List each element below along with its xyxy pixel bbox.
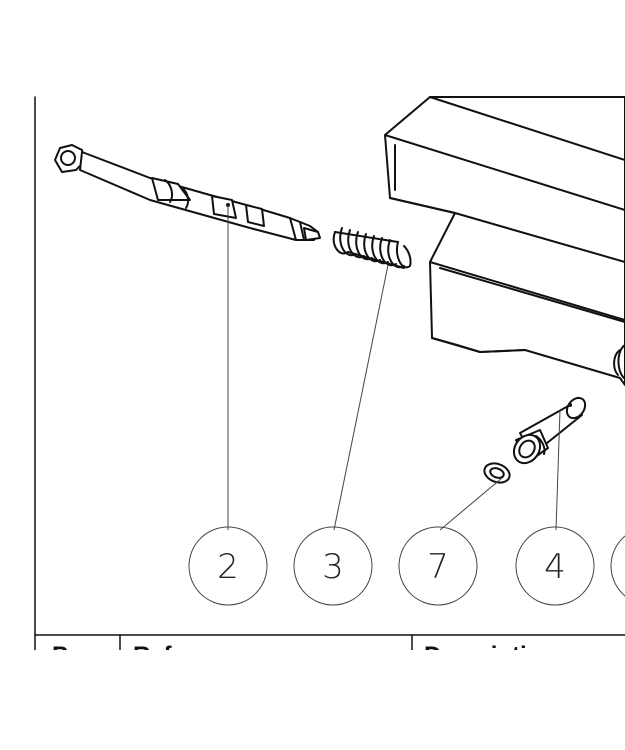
leader-lines bbox=[227, 205, 561, 531]
callout-balloon-7: 7 bbox=[398, 526, 478, 606]
pin-part bbox=[512, 396, 587, 465]
crop-mask bbox=[0, 650, 625, 750]
callout-label-2: 2 bbox=[217, 547, 239, 587]
callout-label-7: 7 bbox=[427, 547, 449, 587]
callout-balloon-4: 4 bbox=[515, 526, 595, 606]
leader-line-4 bbox=[555, 409, 561, 531]
spring-part bbox=[332, 227, 412, 269]
callout-balloon-3: 3 bbox=[293, 526, 373, 606]
callout-balloon-cutoff bbox=[610, 535, 625, 597]
callout-label-4: 4 bbox=[544, 547, 566, 587]
callout-balloon-2: 2 bbox=[188, 526, 268, 606]
washer-part bbox=[483, 462, 511, 484]
housing-block bbox=[384, 96, 625, 386]
leader-line-3 bbox=[333, 264, 389, 531]
leader-line-7 bbox=[439, 477, 503, 531]
shaft-part bbox=[54, 144, 321, 241]
callout-label-3: 3 bbox=[322, 547, 344, 587]
drawing-frame bbox=[34, 96, 625, 651]
